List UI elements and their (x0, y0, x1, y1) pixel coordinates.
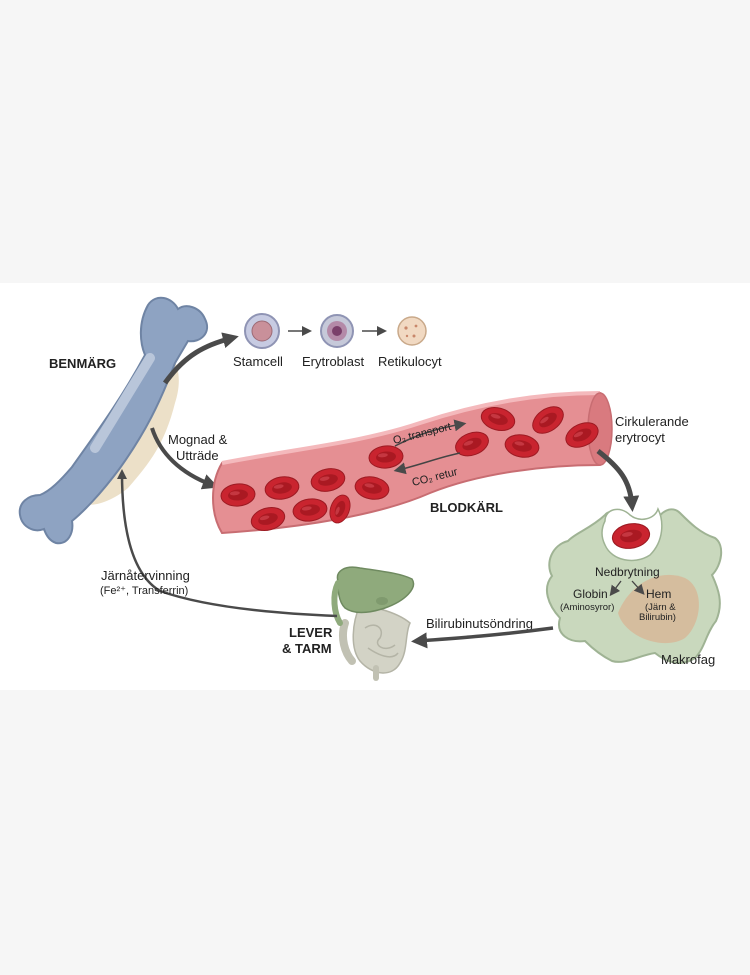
heme-label: Hem (646, 587, 671, 601)
iron-recycling-label: Järnåtervinning (101, 568, 190, 583)
erythroblast-label: Erytroblast (302, 354, 365, 369)
maturation-arrow (150, 427, 219, 490)
circulating-label-line1: Cirkulerande (615, 414, 689, 429)
reticulocyte-label: Retikulocyt (378, 354, 442, 369)
stem-cell-label: Stamcell (233, 354, 283, 369)
bone-to-stemcell-arrow (162, 332, 239, 385)
co2-return-arrow (393, 452, 461, 475)
liver-and-intestine-illustration (331, 566, 415, 681)
bone-marrow-illustration: BENMÄRG (18, 296, 208, 545)
bone-marrow-label: BENMÄRG (49, 356, 116, 371)
bilirubin-arrow (411, 626, 554, 649)
to-macrophage-arrow (596, 449, 640, 512)
globin-label: Globin (573, 587, 608, 601)
maturation-label-line1: Mognad & (168, 432, 228, 447)
diagram-panel: BENMÄRG Stamcell Erytroblast Retikulocyt… (0, 283, 750, 690)
erythroblast-icon (320, 314, 354, 348)
circulating-label-line2: erytrocyt (615, 430, 665, 445)
blood-vessel: O₂ transport CO₂ retur (212, 391, 613, 535)
o2-transport-arrow (394, 419, 467, 447)
reticulocyte-icon (397, 316, 427, 346)
macrophage-label: Makrofag (661, 652, 715, 667)
breakdown-label: Nedbrytning (595, 565, 660, 579)
globin-sub-label: (Aminosyror) (560, 602, 614, 613)
liver-gut-label-line2: & TARM (282, 641, 332, 656)
cell-maturation-sequence: Stamcell Erytroblast Retikulocyt (233, 313, 442, 369)
heme-arrow (631, 580, 645, 595)
bilirubin-excretion-label: Bilirubinutsöndring (426, 616, 533, 631)
blood-vessel-label: BLODKÄRL (430, 500, 503, 515)
iron-recycling-sub-label: (Fe²⁺, Transferrin) (100, 585, 188, 597)
globin-arrow (609, 580, 622, 597)
iron-recycling-arrow (117, 469, 338, 618)
rbc-lifecycle-diagram: BENMÄRG Stamcell Erytroblast Retikulocyt… (18, 296, 723, 681)
maturation-label-line2: Utträde (176, 448, 219, 463)
liver-gut-label-line1: LEVER (289, 625, 333, 640)
macrophage-illustration (545, 506, 723, 664)
heme-sub-label-line1: (Järn & (645, 602, 676, 613)
stem-cell-icon (244, 313, 280, 349)
heme-sub-label-line2: Bilirubin) (639, 612, 676, 623)
